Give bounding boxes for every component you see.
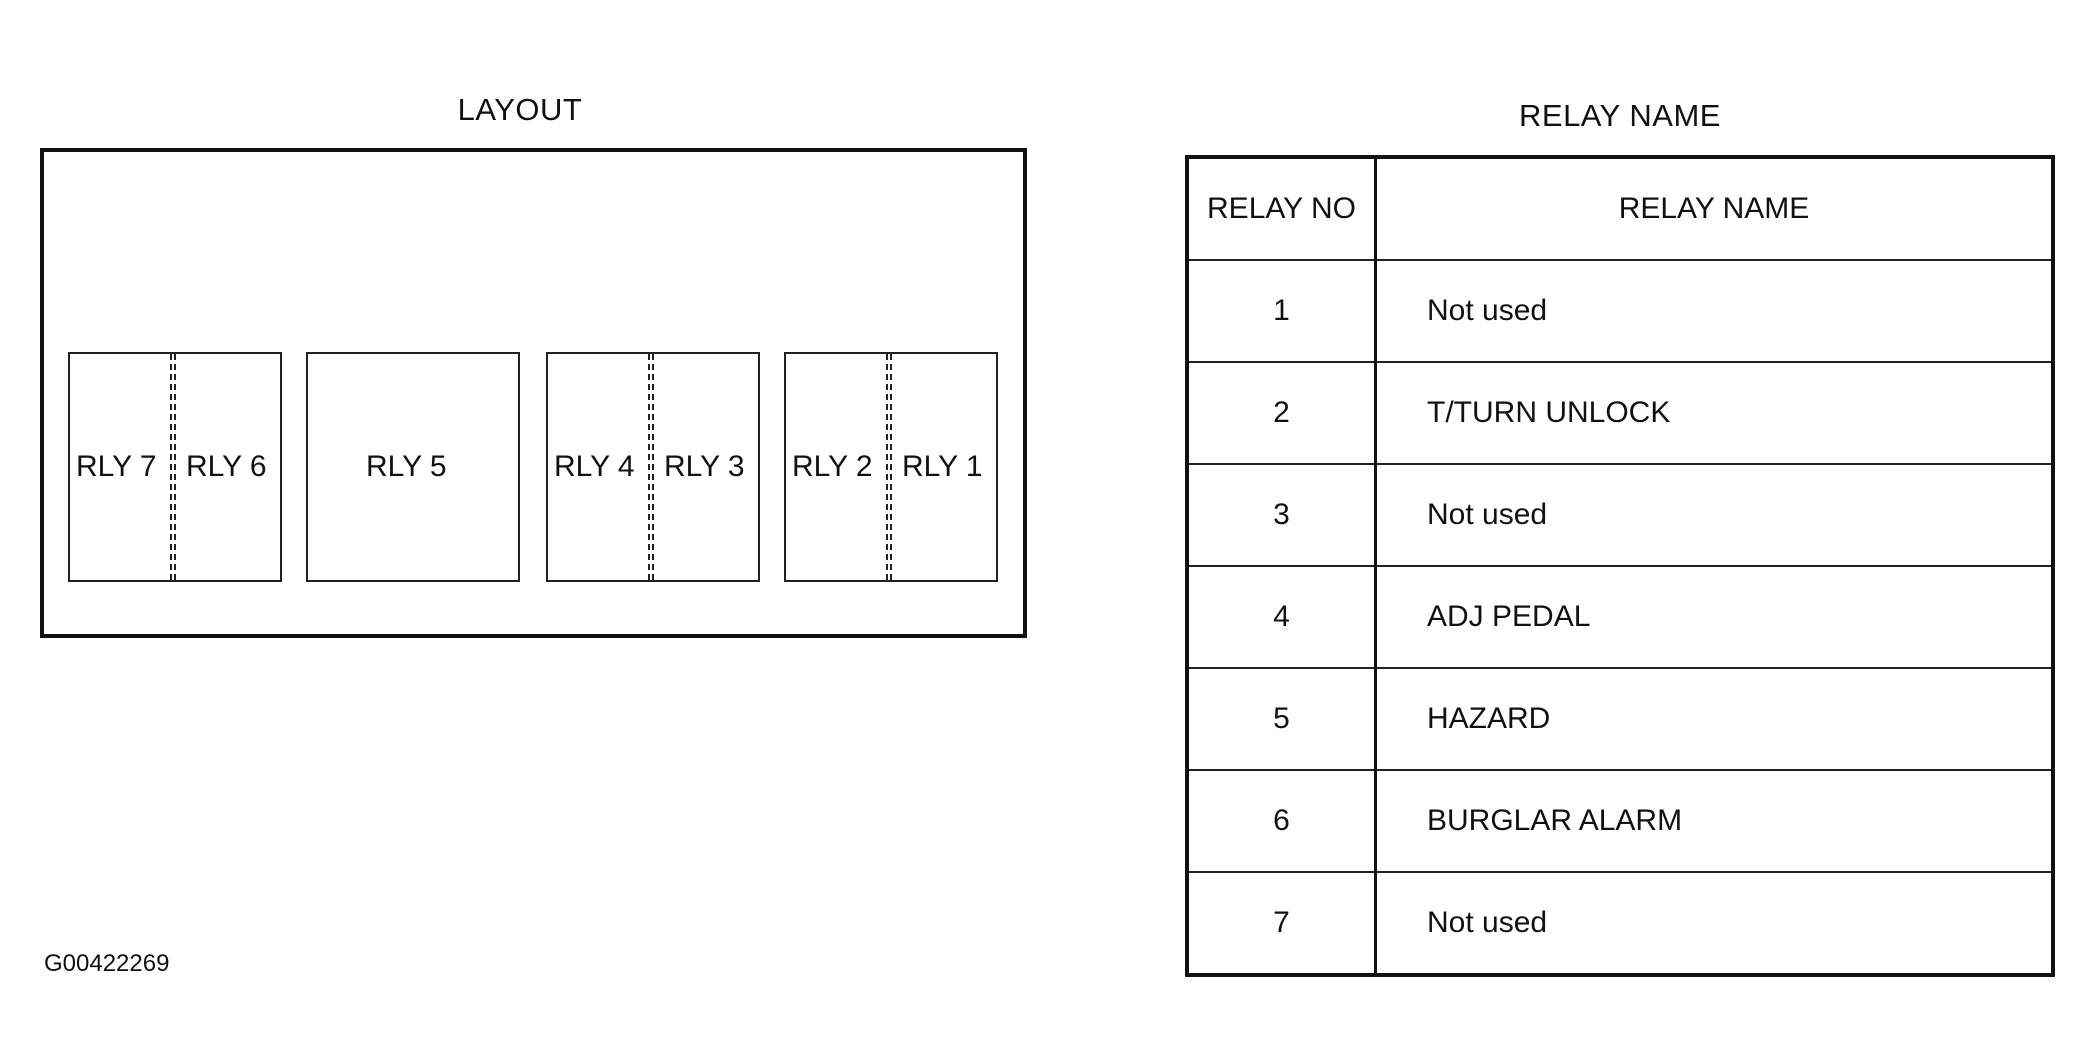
relay-name-cell: HAZARD [1375,667,2053,771]
relay-name-cell: ADJ PEDAL [1375,565,2053,669]
relay-divider [648,354,654,580]
table-header-row: RELAY NO RELAY NAME [1187,156,2053,261]
relay-label-2: RLY 2 [792,450,873,483]
relay-no-cell: 2 [1187,361,1377,465]
relay-no-cell: 1 [1187,259,1377,363]
relay-label-7: RLY 7 [76,450,157,483]
table-row: 3 Not used [1187,463,2053,567]
relay-pair-7-6: RLY 7 RLY 6 [68,352,282,582]
header-relay-no: RELAY NO [1187,156,1377,261]
relay-no-cell: 5 [1187,667,1377,771]
relay-pair-4-3: RLY 4 RLY 3 [546,352,760,582]
table-row: 1 Not used [1187,259,2053,363]
relay-label-1: RLY 1 [902,450,983,483]
table-row: 2 T/TURN UNLOCK [1187,361,2053,465]
table-row: 7 Not used [1187,871,2053,976]
relay-pair-2-1: RLY 2 RLY 1 [784,352,998,582]
header-relay-name: RELAY NAME [1375,156,2053,261]
relay-label-5: RLY 5 [366,450,447,483]
document-id: G00422269 [44,950,170,977]
table-row: 5 HAZARD [1187,667,2053,771]
relay-label-4: RLY 4 [554,450,635,483]
relay-no-cell: 3 [1187,463,1377,567]
relay-table-title: RELAY NAME [1519,98,1721,133]
relay-block-layout: RLY 7 RLY 6 RLY 5 RLY 4 RLY 3 RLY 2 RLY … [40,148,1027,638]
relay-no-cell: 6 [1187,769,1377,873]
relay-no-cell: 7 [1187,871,1377,976]
relay-name-table: RELAY NO RELAY NAME 1 Not used 2 T/TURN … [1185,155,2055,977]
relay-no-cell: 4 [1187,565,1377,669]
layout-title: LAYOUT [457,92,583,127]
relay-divider [886,354,892,580]
relay-name-cell: Not used [1375,871,2053,976]
relay-label-6: RLY 6 [186,450,267,483]
relay-5: RLY 5 [306,352,520,582]
relay-name-cell: Not used [1375,259,2053,363]
relay-name-cell: BURGLAR ALARM [1375,769,2053,873]
relay-label-3: RLY 3 [664,450,745,483]
relay-divider [170,354,176,580]
relay-name-cell: T/TURN UNLOCK [1375,361,2053,465]
relay-name-cell: Not used [1375,463,2053,567]
table-row: 6 BURGLAR ALARM [1187,769,2053,873]
table-row: 4 ADJ PEDAL [1187,565,2053,669]
